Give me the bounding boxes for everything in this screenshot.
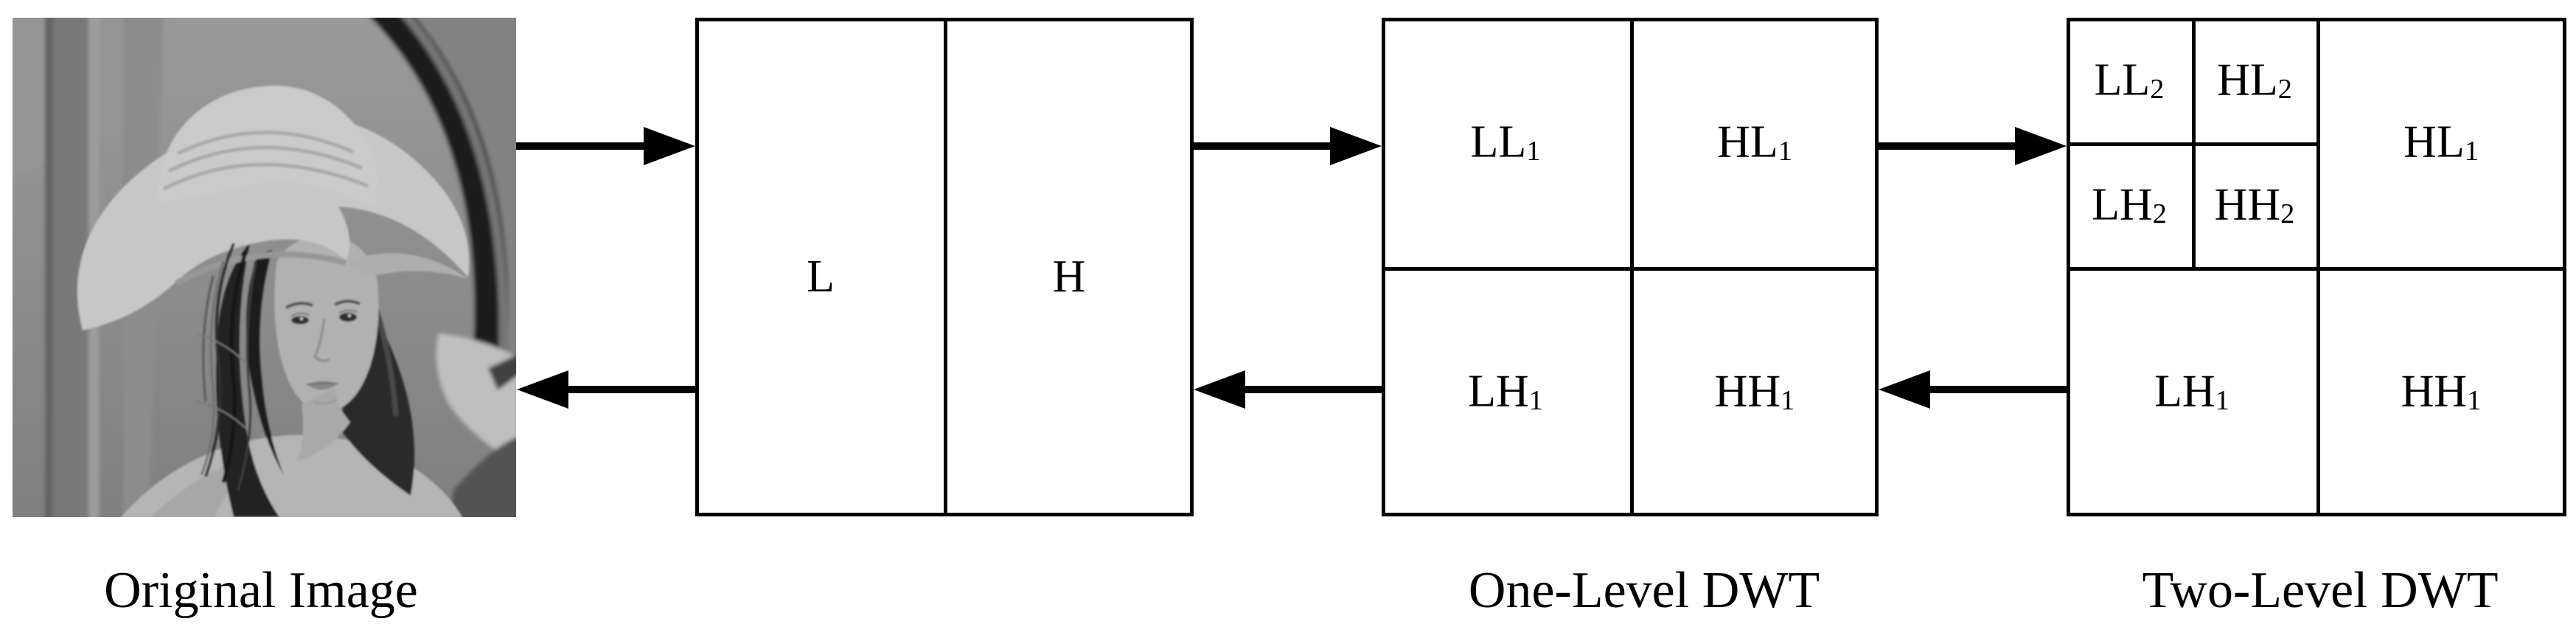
inverse-transform-arrow-3-shaft [1930,386,2067,393]
hh2-subscript: 2 [2280,198,2295,230]
l-h-divider-line [944,21,947,513]
two-level-dwt-caption: Two-Level DWT [2142,562,2499,619]
lh1-base: LH [2154,366,2215,417]
two-level-dwt-box: LL2 HL2 LH2 HH2 HL1 LH1 HH1 [2067,18,2566,516]
h-subband-label: H [1052,252,1086,302]
inverse-transform-arrow-1-head-icon [517,370,568,409]
lh1-subband-label: LH1 [2154,368,2229,415]
lh1-subscript: 1 [1528,385,1543,417]
inverse-transform-arrow-2-head-icon [1194,370,1245,409]
ll2-subscript: 2 [2150,74,2165,105]
lh1-base: LH [1468,366,1529,417]
lh2-base: LH [2092,179,2153,230]
inverse-transform-arrow-1-shaft [568,386,695,393]
face-features [285,300,361,405]
photo-figure [77,86,470,517]
lh2-subband-label: LH2 [2092,181,2167,228]
forward-transform-arrow-2-shaft [1194,142,1330,150]
l-subband-label: L [807,252,835,302]
lh1-subband-label: LH1 [1468,368,1543,415]
one-level-dwt-caption: One-Level DWT [1468,562,1820,619]
original-image-photo [13,18,516,517]
hl1-subband-label: HL1 [2403,119,2479,165]
hh1-base: HH [2401,366,2468,417]
one-d-split-box: L H [695,18,1194,516]
hl2-subband-label: HL2 [2217,57,2292,103]
lena-image [13,18,516,517]
hh2-subband-label: HH2 [2215,181,2295,228]
hl1-subscript: 1 [2464,136,2479,167]
hh1-base: HH [1714,366,1781,417]
hl2-subscript: 2 [2277,74,2292,105]
ll1-subband-label: LL1 [1471,119,1541,165]
forward-transform-arrow-1-head-icon [644,127,695,165]
hh1-subscript: 1 [1780,385,1795,417]
hh1-subband-label: HH1 [1715,368,1795,415]
forward-transform-arrow-1-shaft [516,142,644,150]
feather-boa [196,243,257,491]
quadrant-horizontal-divider-line [2070,267,2563,271]
level2-horizontal-divider-line [2070,142,2316,146]
hl1-base: HL [1717,117,1778,167]
forward-transform-arrow-3-shaft [1879,142,2015,150]
ll2-base: LL [2094,55,2151,105]
hl1-base: HL [2403,117,2465,167]
forward-transform-arrow-2-head-icon [1330,127,1382,165]
hh2-base: HH [2214,179,2281,230]
hh1-subband-label: HH1 [2401,368,2482,415]
lh1-subscript: 1 [2215,385,2229,417]
hl1-subband-label: HL1 [1717,119,1792,165]
inverse-transform-arrow-3-head-icon [1879,370,1930,409]
one-level-dwt-box: LL1 HL1 LH1 HH1 [1382,18,1879,516]
ll1-base: LL [1470,117,1527,167]
inverse-transform-arrow-2-shaft [1245,386,1382,393]
hl1-subscript: 1 [1778,136,1792,167]
lh2-subscript: 2 [2152,198,2167,230]
hl2-base: HL [2217,55,2278,105]
quadrant-horizontal-divider-line [1385,267,1875,271]
original-image-caption: Original Image [104,562,418,619]
hat [77,86,470,330]
forward-transform-arrow-3-head-icon [2015,127,2067,165]
ll1-subscript: 1 [1526,136,1541,167]
ll2-subband-label: LL2 [2095,57,2165,103]
hh1-subscript: 1 [2467,385,2482,417]
